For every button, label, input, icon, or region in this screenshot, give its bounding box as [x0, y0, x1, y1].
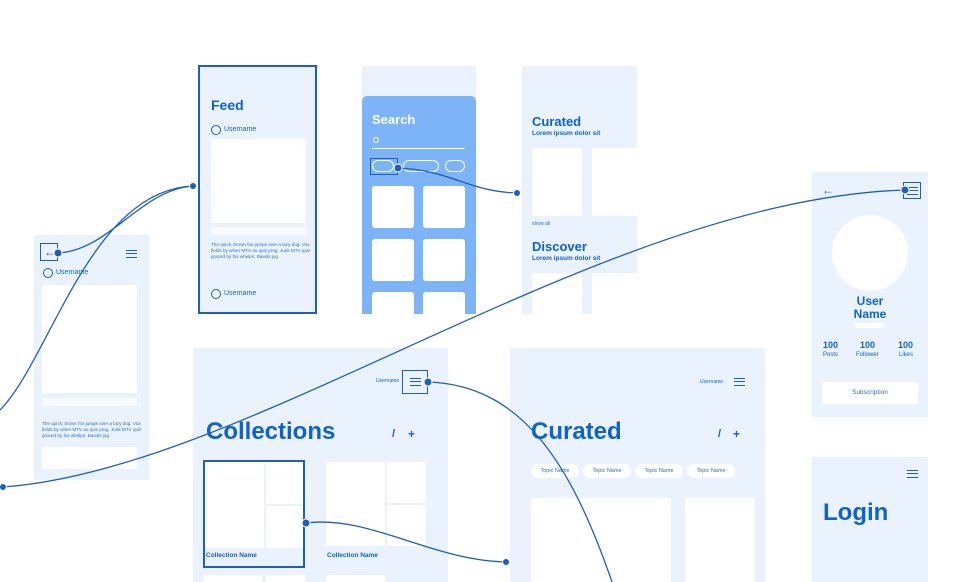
filter-chip-3[interactable]	[445, 160, 465, 172]
collection-thumb	[326, 575, 385, 582]
search-title: Search	[372, 112, 416, 127]
subscription-button[interactable]: Subscription	[822, 382, 918, 404]
result-tile[interactable]	[372, 239, 414, 281]
result-tile[interactable]	[372, 186, 414, 228]
post-footer	[42, 447, 137, 469]
discover-subtitle: Lorem ipsum dolor sit	[532, 255, 601, 262]
header-username: Username	[700, 379, 724, 385]
curated-discover-screen: Curated Lorem ipsum dolor sit show all D…	[522, 66, 637, 314]
feed-screen[interactable]: Feed Username The quick, brown fox jumps…	[198, 65, 317, 314]
back-arrow-icon[interactable]: ←	[822, 183, 834, 197]
curated-subtitle: Lorem ipsum dolor sit	[532, 130, 601, 137]
curated-title: Curated	[532, 114, 582, 129]
avatar-icon	[211, 125, 221, 135]
curated-card[interactable]	[592, 148, 637, 216]
link-node	[502, 558, 510, 566]
search-screen: Search	[362, 96, 476, 314]
avatar-icon	[43, 268, 53, 278]
stat-follower-label: Follower	[856, 352, 879, 358]
post-image	[42, 285, 137, 393]
link-node	[0, 483, 7, 491]
post-text: The quick, brown fox jumps over a lazy d…	[42, 421, 142, 438]
curated-card[interactable]	[531, 498, 671, 582]
username-label: Username	[56, 269, 89, 276]
result-tile[interactable]	[423, 186, 465, 228]
edit-icon[interactable]: /	[392, 428, 396, 440]
user-name-line2: Name	[853, 307, 887, 321]
header-username: Username	[376, 378, 400, 384]
post-image-sub	[42, 398, 137, 406]
curated-large-screen: Username Curated / + Topic Name Topic Na…	[510, 348, 765, 582]
feed-image-sub	[211, 227, 306, 235]
search-icon	[373, 137, 379, 143]
user-profile-screen: ← User Name 100 Posts 100 Follower 100 L…	[812, 172, 928, 417]
menu-icon[interactable]	[734, 378, 745, 386]
user-name-underline	[855, 323, 885, 328]
collection-thumb	[387, 505, 426, 546]
show-all-link[interactable]: show all	[532, 221, 551, 227]
collections-title: Collections	[206, 418, 336, 445]
profile-avatar	[832, 215, 908, 291]
discover-card[interactable]	[532, 273, 582, 314]
profile-small-screen: ← Username The quick, brown fox jumps ov…	[34, 235, 149, 480]
username-label: Username	[224, 290, 257, 297]
search-input[interactable]	[372, 136, 465, 149]
stat-posts-value: 100	[823, 340, 839, 350]
collection-thumb	[326, 462, 385, 546]
collection-thumb	[203, 575, 262, 582]
menu-icon[interactable]	[410, 378, 421, 386]
stat-likes-value: 100	[898, 340, 914, 350]
filter-chip-2[interactable]	[403, 160, 439, 172]
curated-card[interactable]	[532, 148, 582, 216]
subscription-button-label: Subscription	[852, 389, 888, 396]
collections-screen: Username Collections / + Collection Name…	[193, 348, 448, 582]
discover-title: Discover	[532, 239, 587, 254]
stat-posts-label: Posts	[823, 352, 839, 358]
menu-icon[interactable]	[126, 250, 137, 258]
topic-tag[interactable]: Topic Name	[531, 464, 579, 478]
collection-thumb	[266, 575, 305, 582]
result-tile[interactable]	[372, 292, 414, 314]
edit-icon[interactable]: /	[718, 428, 722, 440]
collection-name: Collection Name	[327, 552, 378, 559]
stat-likes-label: Likes	[899, 352, 914, 358]
result-tile[interactable]	[423, 239, 465, 281]
login-title: Login	[823, 499, 889, 526]
login-screen: Login	[812, 457, 928, 582]
topic-tag[interactable]: Topic Name	[687, 464, 735, 478]
topic-tag[interactable]: Topic Name	[583, 464, 631, 478]
discover-card[interactable]	[592, 273, 637, 314]
avatar-icon	[211, 289, 221, 299]
back-arrow-icon[interactable]: ←	[44, 245, 56, 259]
menu-icon[interactable]	[907, 187, 918, 195]
collection-thumb	[266, 506, 303, 548]
username-label: Username	[224, 126, 257, 133]
collection-thumb	[387, 462, 426, 503]
stat-follower-value: 100	[860, 340, 876, 350]
collection-thumb	[266, 462, 303, 504]
filter-hotspot[interactable]	[370, 158, 398, 175]
add-icon[interactable]: +	[733, 427, 741, 441]
curated-card[interactable]	[685, 498, 755, 582]
collection-card-2[interactable]: Collection Name	[326, 462, 426, 568]
add-icon[interactable]: +	[408, 427, 416, 441]
feed-image	[211, 139, 306, 223]
topic-tag[interactable]: Topic Name	[635, 464, 683, 478]
link-node	[189, 182, 197, 190]
feed-text: The quick, brown fox jumps over a lazy d…	[211, 242, 311, 259]
menu-icon[interactable]	[907, 470, 918, 478]
link-node	[513, 189, 521, 197]
feed-title: Feed	[211, 97, 244, 113]
collection-card-1[interactable]: Collection Name	[203, 460, 305, 568]
curated-large-title: Curated	[531, 418, 622, 445]
result-tile[interactable]	[423, 292, 465, 314]
collection-thumb	[205, 462, 264, 548]
user-name-line1: User	[856, 294, 884, 308]
collection-name: Collection Name	[206, 552, 257, 559]
